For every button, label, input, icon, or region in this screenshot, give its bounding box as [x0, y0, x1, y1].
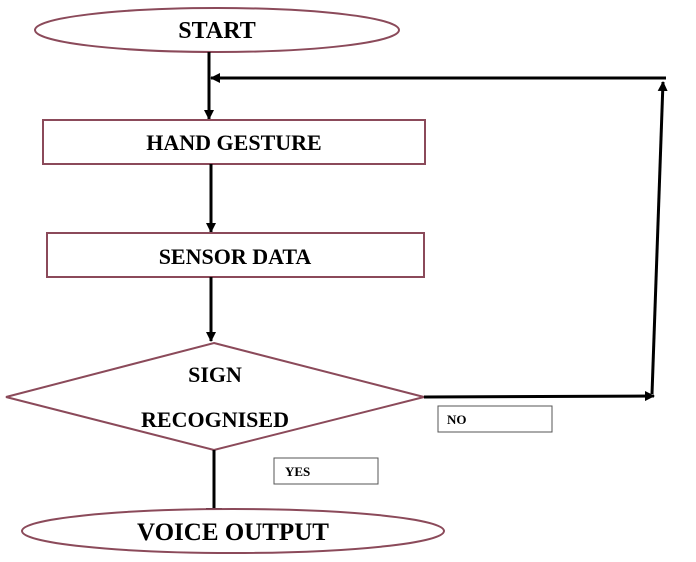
connector-no-vertical	[650, 81, 668, 395]
voice-output-node: VOICE OUTPUT	[21, 508, 445, 554]
yes-label-box	[273, 457, 379, 485]
start-label: START	[178, 18, 255, 44]
connector-no-horizontal	[423, 391, 655, 402]
yes-label: YES	[273, 457, 379, 485]
hand-gesture-shape	[42, 119, 426, 165]
no-label-text: NO	[447, 412, 467, 427]
sensor-data-label: SENSOR DATA	[159, 244, 312, 269]
start-node: START	[34, 7, 400, 53]
sensor-data-shape	[46, 232, 425, 278]
voice-output-shape	[21, 508, 445, 554]
start-shape	[34, 7, 400, 53]
decision-label-line2: RECOGNISED	[141, 407, 289, 432]
no-label: NO	[437, 405, 553, 433]
yes-label-text: YES	[285, 464, 310, 479]
hand-gesture-node: HAND GESTURE	[42, 119, 426, 165]
sign-recognised-decision: SIGN RECOGNISED	[5, 341, 425, 452]
no-label-box	[437, 405, 553, 433]
decision-label-line1: SIGN	[188, 362, 242, 387]
sensor-data-node: SENSOR DATA	[46, 232, 425, 278]
voice-output-label: VOICE OUTPUT	[137, 519, 329, 546]
hand-gesture-label: HAND GESTURE	[146, 130, 321, 155]
decision-shape	[5, 341, 425, 452]
